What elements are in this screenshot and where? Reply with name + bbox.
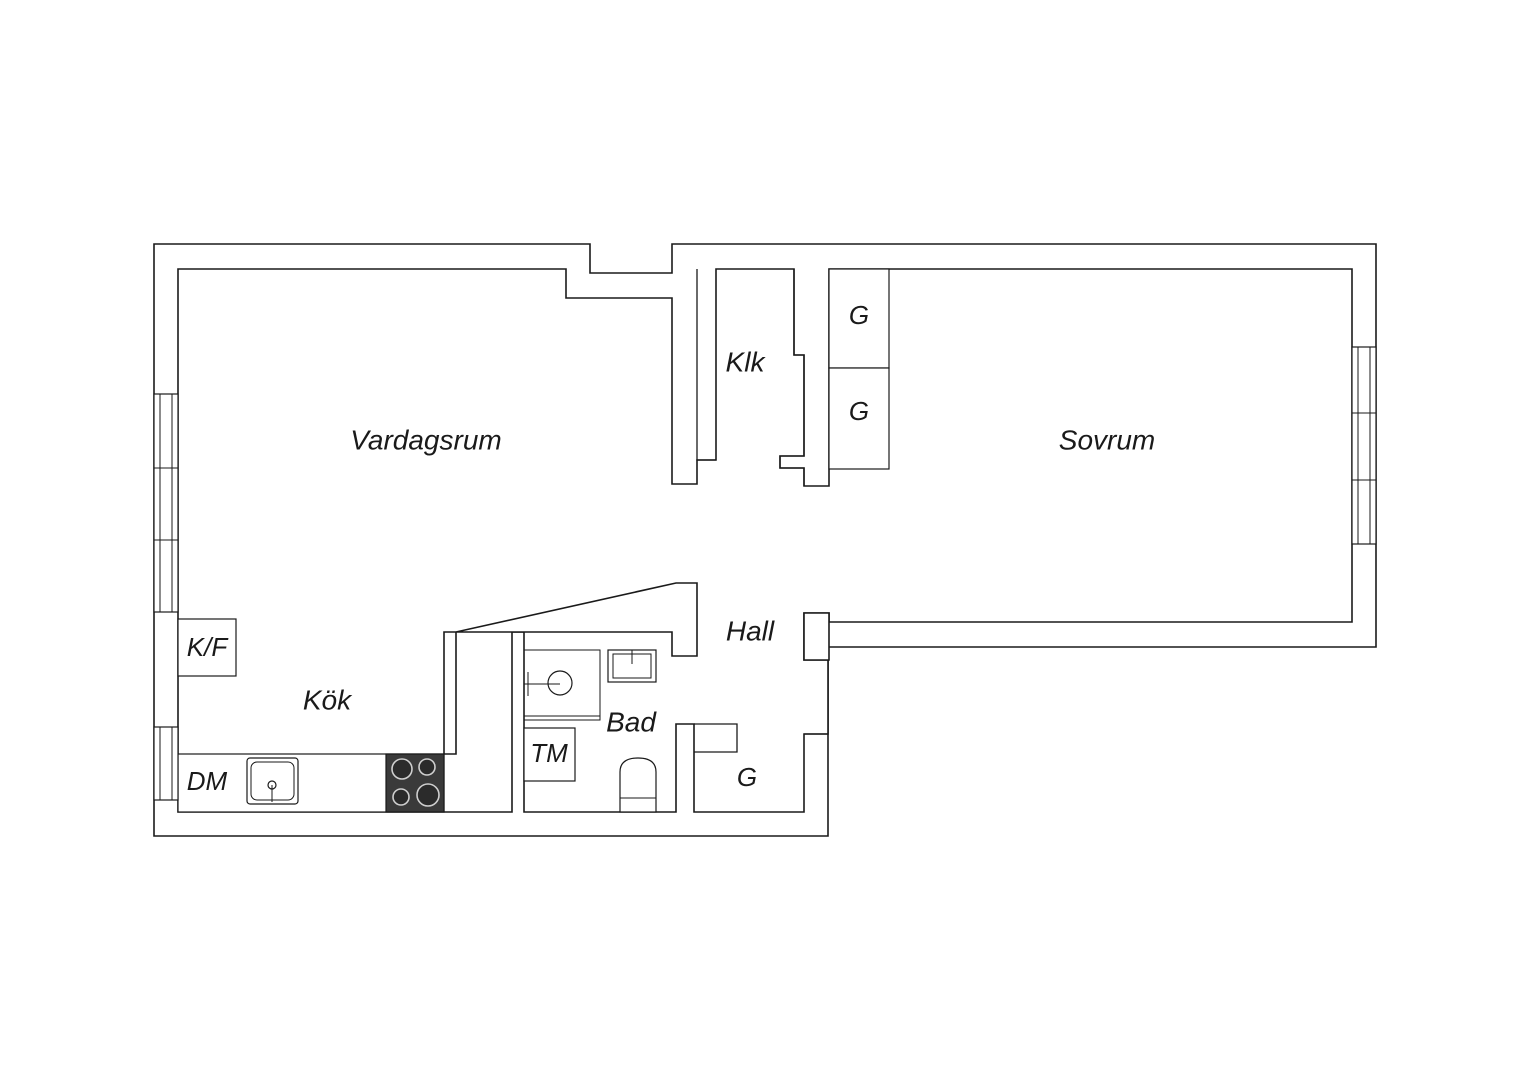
label-bad: Bad	[606, 706, 657, 737]
hall-wall-stub-left	[443, 582, 698, 755]
hall-wall-stub-right	[803, 612, 830, 661]
exterior-walls	[153, 243, 1377, 837]
wardrobe-middle	[828, 367, 890, 470]
tm-box	[523, 727, 576, 782]
burner-4	[416, 783, 440, 807]
label-vardagsrum: Vardagsrum	[350, 424, 501, 455]
label-dm: DM	[187, 766, 228, 796]
klk-walls	[696, 269, 805, 486]
burner-3	[392, 788, 410, 806]
label-tm: TM	[530, 738, 568, 768]
bathroom	[523, 649, 657, 813]
label-wardrobe-top: G	[849, 300, 869, 330]
hall-closet	[694, 723, 828, 753]
wardrobe-top	[828, 268, 890, 369]
interior-wall-line	[177, 268, 1353, 813]
burner-1	[391, 758, 413, 780]
room-labels: Vardagsrum Sovrum Klk Hall Kök Bad	[303, 346, 1155, 737]
kf-box	[177, 618, 237, 677]
label-wardrobe-middle: G	[849, 396, 869, 426]
window-right	[1351, 346, 1377, 545]
shower-drain	[547, 670, 573, 696]
window-left-1	[153, 393, 179, 613]
label-klk: Klk	[726, 346, 767, 377]
sovrum-wardrobes	[828, 268, 890, 470]
label-sovrum: Sovrum	[1059, 424, 1155, 455]
fixture-labels: K/F DM TM G G G	[187, 300, 869, 796]
shower-area	[523, 649, 601, 721]
burner-2	[418, 758, 436, 776]
label-wardrobe-hall: G	[737, 762, 757, 792]
hall-walls	[443, 582, 830, 755]
label-hall: Hall	[726, 615, 775, 646]
toilet	[619, 757, 657, 813]
windows	[153, 346, 1377, 801]
kitchen	[177, 618, 445, 813]
label-kf: K/F	[187, 632, 230, 662]
window-left-2	[153, 726, 179, 801]
label-kok: Kök	[303, 684, 353, 715]
